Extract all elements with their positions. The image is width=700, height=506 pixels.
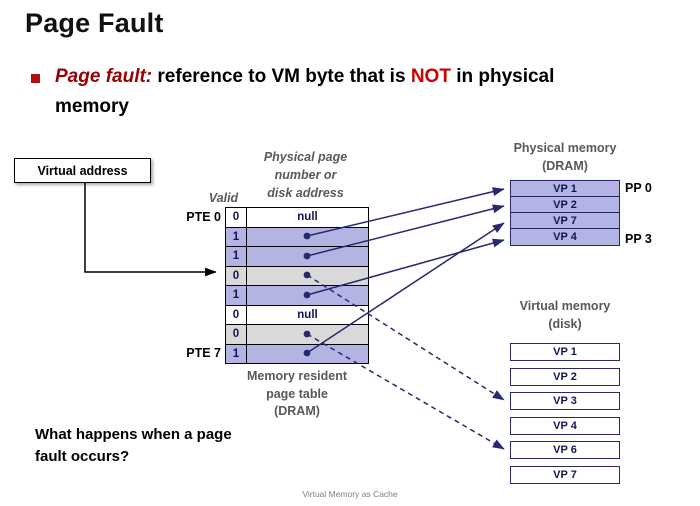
valid-bit: 0: [225, 207, 247, 228]
valid-bit: 0: [225, 304, 247, 325]
pte-value: [246, 226, 369, 247]
page-table-caption: Memory resident page table (DRAM): [246, 369, 348, 418]
disk-page: VP 6: [510, 441, 620, 459]
footer-text: Virtual Memory as Cache: [302, 489, 398, 499]
pte-value: [246, 285, 369, 306]
page-table-column-header: Physical page number or disk address: [263, 150, 348, 201]
physical-page: VP 7: [510, 212, 620, 230]
physical-memory-title: Physical memory (DRAM): [513, 141, 617, 173]
page-table-row: 0: [225, 324, 369, 345]
valid-bit: 1: [225, 246, 247, 267]
page-table-row: 1: [225, 285, 369, 306]
valid-bit: 1: [225, 226, 247, 247]
page-table-row: 1: [225, 343, 369, 364]
question-text: What happens when a page fault occurs?: [35, 426, 232, 465]
bullet-before: reference to VM byte that is: [157, 66, 411, 87]
bullet-after: in physical memory: [55, 66, 555, 118]
valid-bit: 1: [225, 343, 247, 364]
pte-value: [246, 343, 369, 364]
disk-page: VP 1: [510, 343, 620, 361]
virtual-memory-title: Virtual memory (disk): [519, 299, 611, 331]
pte-value: [246, 324, 369, 345]
valid-bit: 1: [225, 285, 247, 306]
valid-bit: 0: [225, 265, 247, 286]
disk-page: VP 4: [510, 417, 620, 435]
bullet-term: Page fault:: [55, 66, 158, 87]
disk-page: VP 2: [510, 368, 620, 386]
valid-bit: 0: [225, 324, 247, 345]
disk-page: VP 7: [510, 466, 620, 484]
physical-memory-table: VP 1 VP 2 VP 7 VP 4: [510, 180, 620, 246]
virtual-address-box: Virtual address: [14, 158, 151, 183]
pte-value: [246, 265, 369, 286]
page-table: 0 null 1 1 0 1 0 null 0 1: [225, 207, 369, 364]
page-table-row: 0 null: [225, 304, 369, 325]
bullet-text: Page fault: reference to VM byte that is…: [55, 62, 620, 123]
page-table-row: 1: [225, 246, 369, 267]
physical-page: VP 4: [510, 228, 620, 246]
physical-page: VP 1: [510, 180, 620, 198]
pte-7-label: PTE 7: [186, 346, 221, 360]
pte-value: [246, 246, 369, 267]
pte-value: null: [246, 207, 369, 228]
disk-page: VP 3: [510, 392, 620, 410]
page-table-row: 0: [225, 265, 369, 286]
physical-page: VP 2: [510, 196, 620, 214]
page-table-row: 1: [225, 226, 369, 247]
valid-column-header: Valid: [208, 191, 239, 205]
bullet-square-icon: [31, 74, 40, 83]
page-table-row: 0 null: [225, 207, 369, 228]
bullet-not-word: NOT: [410, 66, 451, 87]
pte-0-label: PTE 0: [186, 210, 221, 224]
pp-3-label: PP 3: [625, 232, 652, 246]
page-title: Page Fault: [25, 8, 164, 38]
pp-0-label: PP 0: [625, 181, 652, 195]
pte-value: null: [246, 304, 369, 325]
